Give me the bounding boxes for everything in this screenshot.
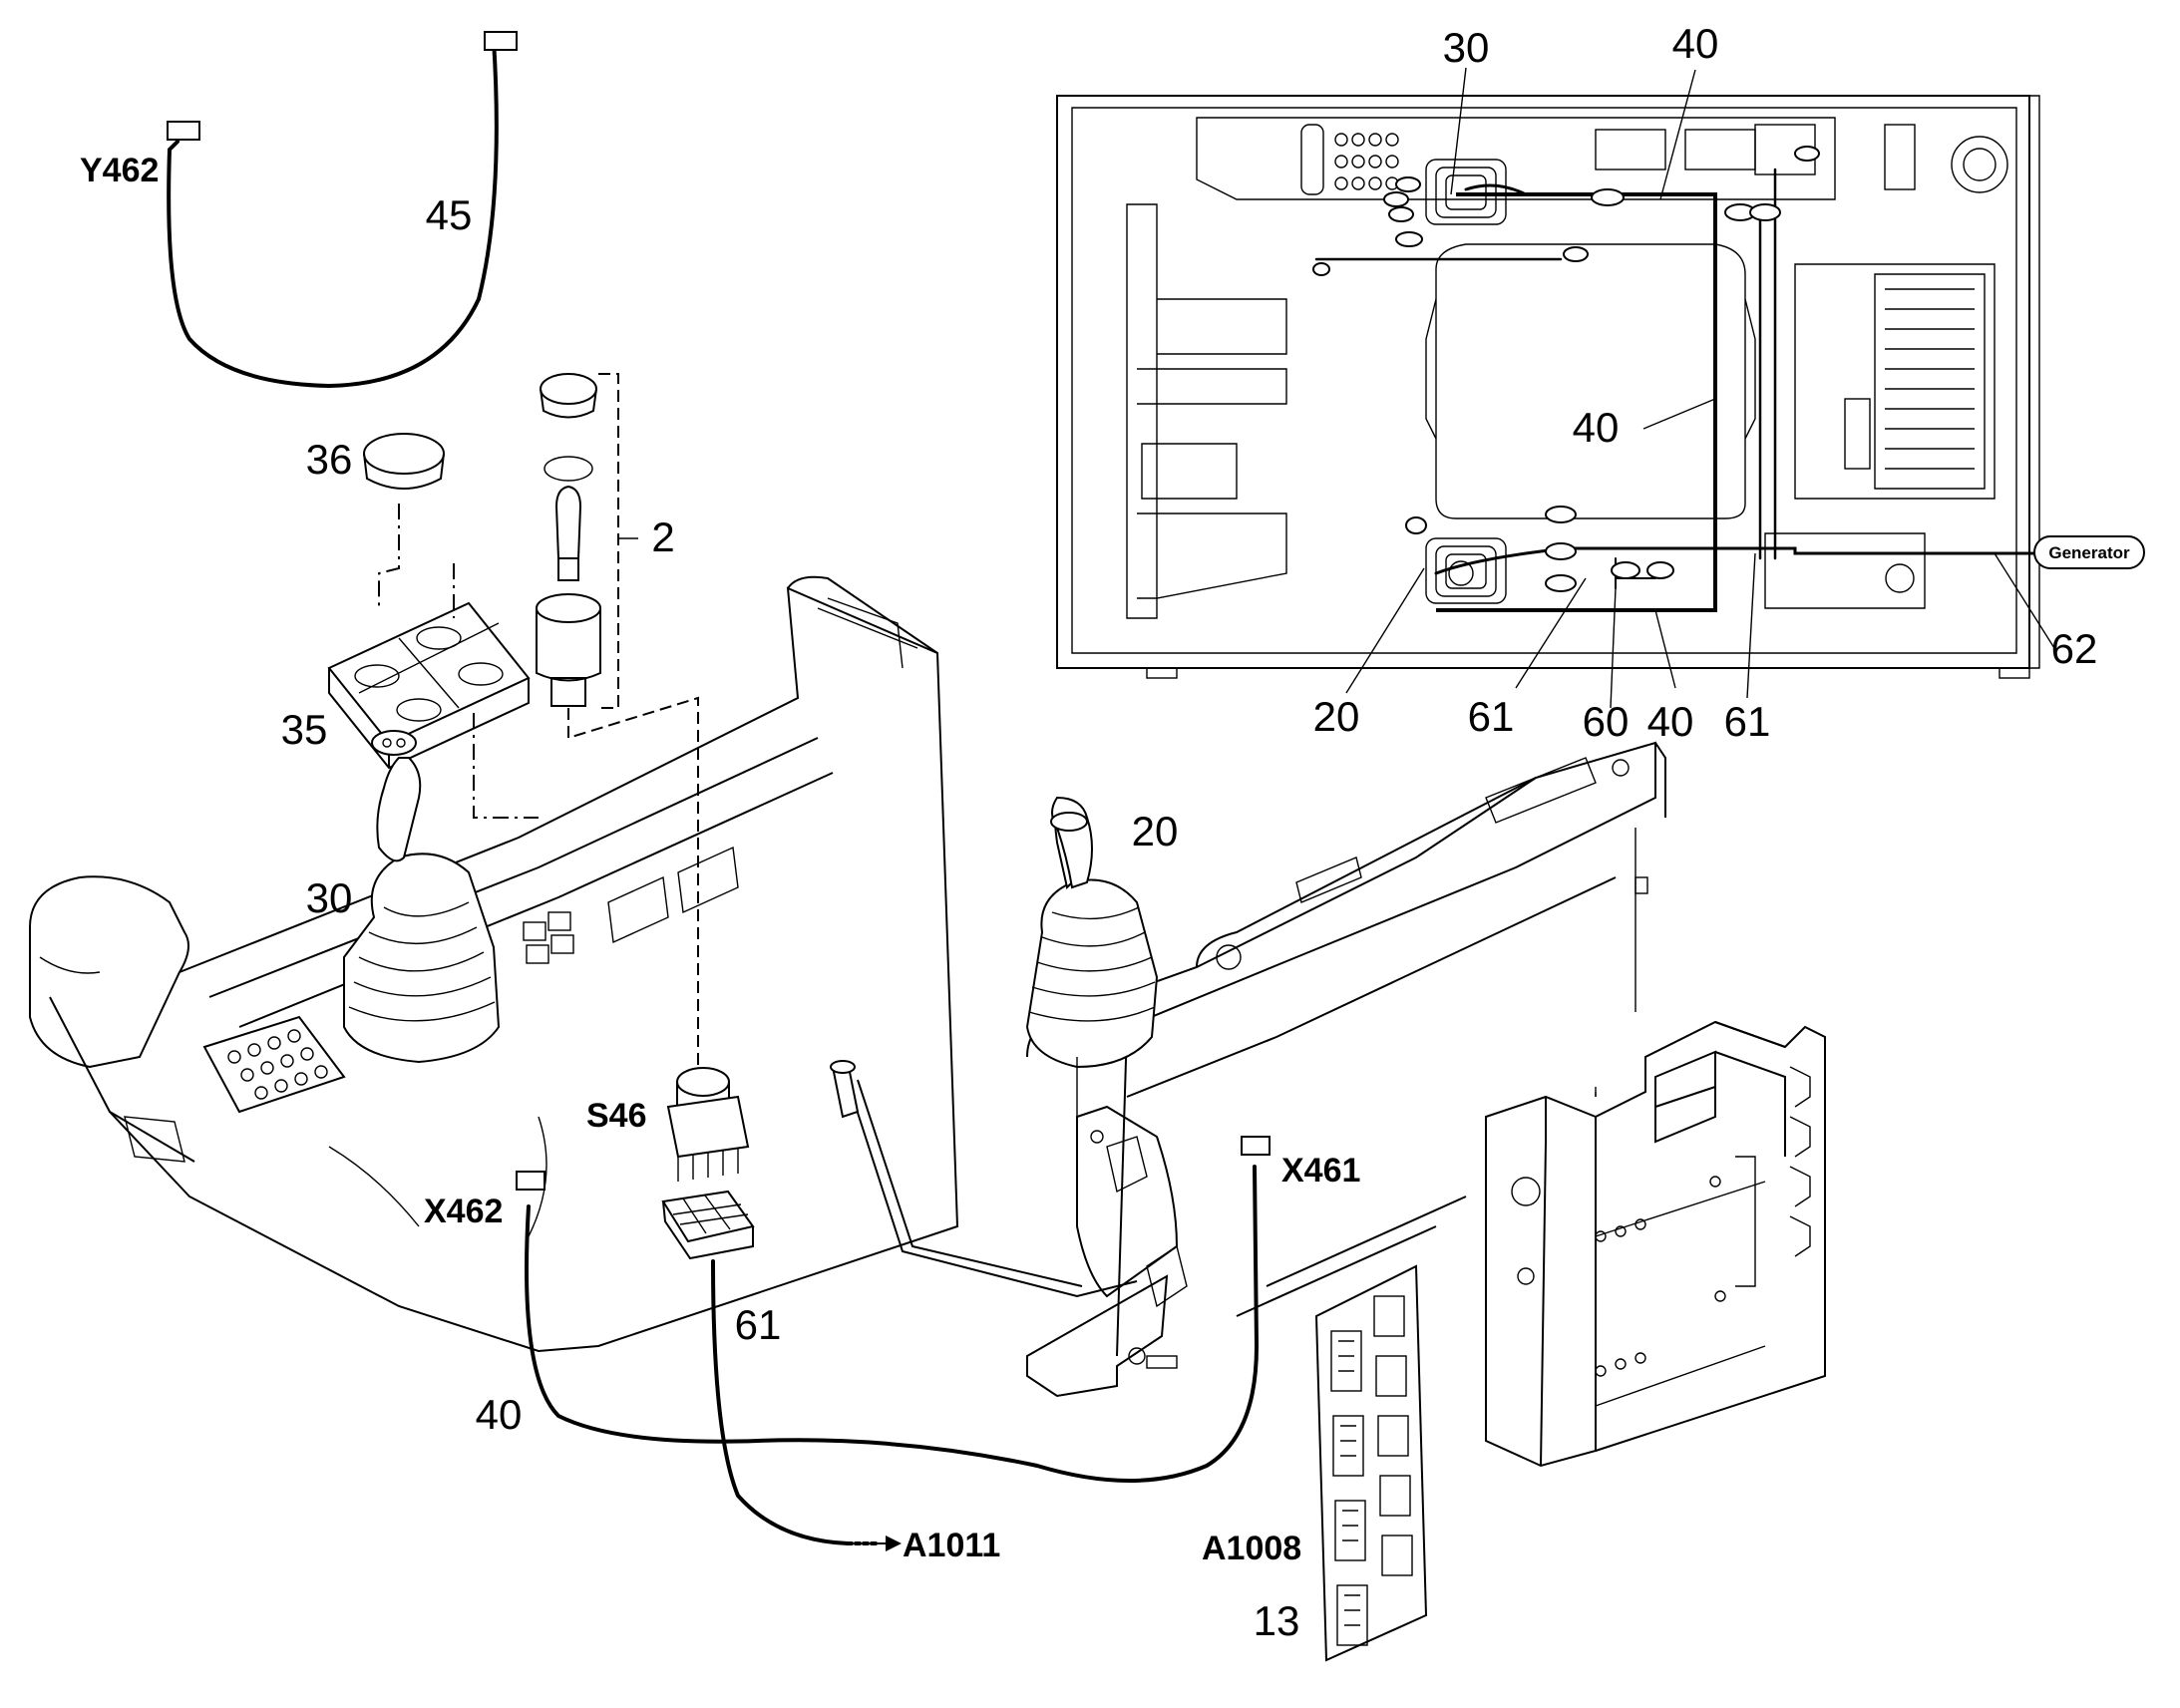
inset-callout-20: 20 xyxy=(1313,693,1360,740)
inset-callout-40-top: 40 xyxy=(1672,20,1719,67)
callout-36: 36 xyxy=(306,436,353,483)
board-relays xyxy=(1373,1295,1413,1576)
cable-45: Y462 45 xyxy=(80,31,518,389)
inset-connector-tags xyxy=(1312,146,1820,592)
a1011-label: A1011 xyxy=(903,1527,1000,1564)
inset-callout-61-left: 61 xyxy=(1468,693,1515,740)
small-switch-cluster xyxy=(523,911,574,964)
callout-20: 20 xyxy=(1132,808,1179,854)
connector-plug xyxy=(516,1171,545,1191)
plate-holes xyxy=(227,1029,328,1100)
inset-callout-40-bottom: 40 xyxy=(1647,698,1694,745)
callout-30: 30 xyxy=(306,874,353,921)
callout-40: 40 xyxy=(476,1391,523,1438)
inset-harness xyxy=(1314,168,2036,612)
callout-61: 61 xyxy=(735,1301,782,1348)
callout-13: 13 xyxy=(1254,1597,1300,1644)
inset-joystick-right xyxy=(1425,159,1507,225)
generator-tag: Generator xyxy=(2033,535,2145,569)
inset-callout-40-mid: 40 xyxy=(1573,404,1620,451)
connector-plug xyxy=(484,31,518,51)
vent-grille xyxy=(1885,288,1975,470)
joystick-30: 30 xyxy=(306,730,501,1064)
keypad-grid xyxy=(1334,133,1399,190)
left-console: 30 S46 xyxy=(29,575,959,1353)
generator-label: Generator xyxy=(2048,543,2130,562)
right-console: 20 xyxy=(830,741,1666,1398)
switch-s46: S46 xyxy=(586,1067,755,1260)
a1008-label: A1008 xyxy=(1202,1530,1301,1567)
s46-label: S46 xyxy=(586,1097,647,1135)
connector-plug xyxy=(167,121,200,141)
board-connectors xyxy=(1330,1330,1368,1646)
inset-callout-60: 60 xyxy=(1583,698,1630,745)
joystick-20: 20 xyxy=(1025,796,1179,1069)
circuit-board-a1008: A1008 13 xyxy=(1202,1264,1428,1662)
callout-45: 45 xyxy=(426,191,473,238)
inset-callout-62: 62 xyxy=(2051,625,2098,672)
inset-callout-61-right: 61 xyxy=(1724,698,1771,745)
x462-label: X462 xyxy=(424,1193,503,1230)
switch-parts: 36 2 35 xyxy=(281,373,699,1082)
lever xyxy=(830,1060,1138,1298)
inset-overview: Generator 30 40 40 20 61 60 40 61 62 xyxy=(1056,20,2145,745)
x461-label: X461 xyxy=(1281,1152,1360,1190)
pedal-mechanism xyxy=(1076,1057,1188,1369)
y462-label: Y462 xyxy=(80,152,159,189)
harness-wires: X462 X461 40 A1011 61 xyxy=(424,1136,1360,1564)
inset-callout-30: 30 xyxy=(1443,24,1490,71)
box-studs xyxy=(1595,1176,1766,1407)
connector-plug xyxy=(1241,1136,1271,1156)
inset-joystick-left xyxy=(1425,537,1507,604)
control-box xyxy=(1485,1020,1826,1468)
callout-2: 2 xyxy=(651,513,674,560)
callout-35: 35 xyxy=(281,706,328,753)
